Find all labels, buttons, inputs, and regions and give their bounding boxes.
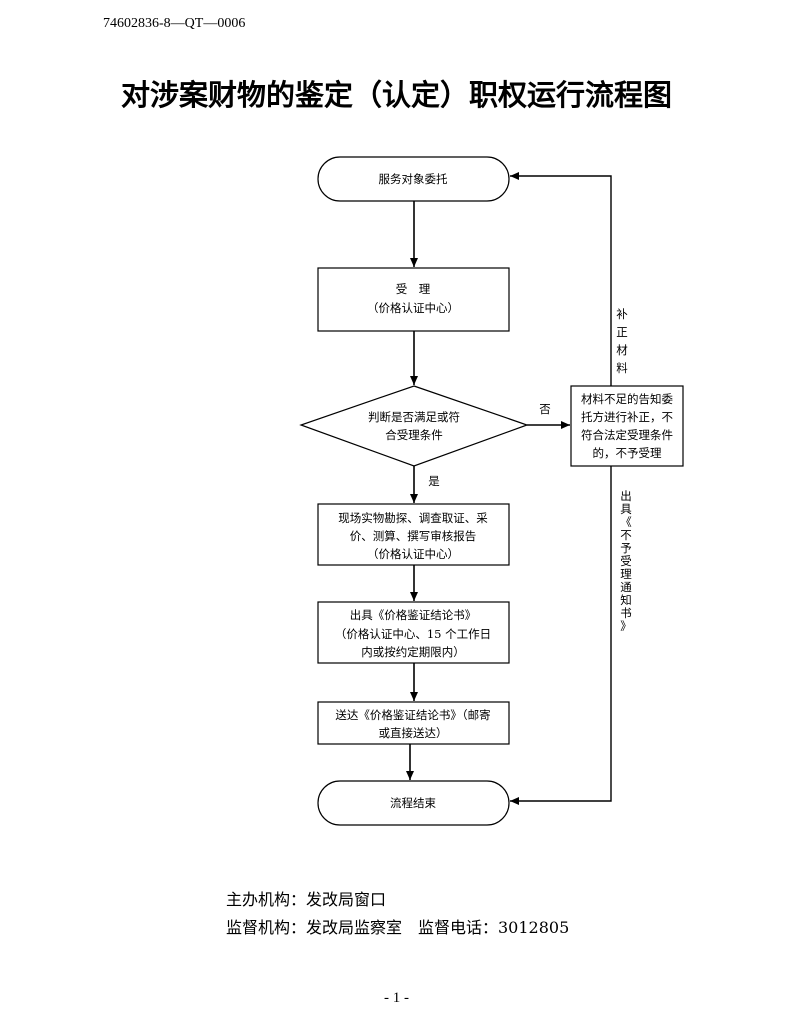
decision-diamond [299,385,529,467]
notice-char: 》 [620,619,632,633]
notice-char: 具 [620,502,632,516]
footer-host-agency: 主办机构：发改局窗口 [226,890,387,909]
notice-char: 不 [620,528,632,542]
notice-char: 理 [620,567,632,581]
reject-text-line-1: 材料不足的告知委 [581,392,673,406]
decision-text-line-1: 判断是否满足或符 [368,410,460,424]
issue-box [317,601,510,664]
survey-box [317,503,510,566]
survey-text-line-3: （价格认证中心） [367,547,459,561]
notice-char: 通 [620,580,632,594]
reject-text-line-2: 托方进行补正，不 [581,410,673,424]
notice-label: 出 具 《 不 予 受 理 通 知 书 》 [620,489,632,633]
issue-text-line-3: 内或按约定期限内） [361,645,465,659]
notice-char: 知 [620,593,632,607]
page-title: 对涉案财物的鉴定（认定）职权运行流程图 [120,78,672,112]
page-number: - 1 - [384,990,409,1006]
accept-box [317,267,510,332]
survey-text-line-2: 价、测算、撰写审核报告 [350,529,477,543]
issue-text-line-1: 出具《价格鉴证结论书》 [350,608,477,622]
notice-char: 《 [620,515,632,529]
notice-char: 出 [620,489,632,503]
accept-text-line-1: 受 理 [396,282,431,296]
document-code: 74602836-8—QT—0006 [103,16,246,31]
no-label: 否 [539,402,551,416]
arrow-reject-to-start [510,172,612,386]
arrow-reject-to-end [510,466,612,805]
deliver-box [317,701,510,745]
start-text: 服务对象委托 [379,172,448,186]
notice-char: 书 [620,606,632,620]
reject-text-line-4: 的，不予受理 [593,446,662,460]
end-text: 流程结束 [390,796,436,810]
reject-box [570,385,684,467]
supplement-char: 补 [616,307,628,321]
supplement-label: 补 正 材 料 [616,307,628,375]
yes-label: 是 [428,474,440,488]
notice-char: 予 [620,541,632,555]
footer-supervision: 监督机构：发改局监察室 监督电话：3012805 [226,918,570,937]
supplement-char: 料 [616,361,628,375]
deliver-text-line-2: 或直接送达） [379,726,448,740]
reject-text-line-3: 符合法定受理条件 [581,428,673,442]
issue-text-line-2: （价格认证中心、15 个工作日 [335,627,491,641]
decision-text-line-2: 合受理条件 [385,428,443,442]
survey-text-line-1: 现场实物勘探、调查取证、采 [338,511,488,525]
end-terminal [317,780,510,826]
deliver-text-line-1: 送达《价格鉴证结论书》（邮寄 [335,708,490,722]
supplement-char: 正 [616,325,628,339]
notice-char: 受 [620,554,632,568]
supplement-char: 材 [616,343,628,357]
accept-text-line-2: （价格认证中心） [367,301,459,315]
